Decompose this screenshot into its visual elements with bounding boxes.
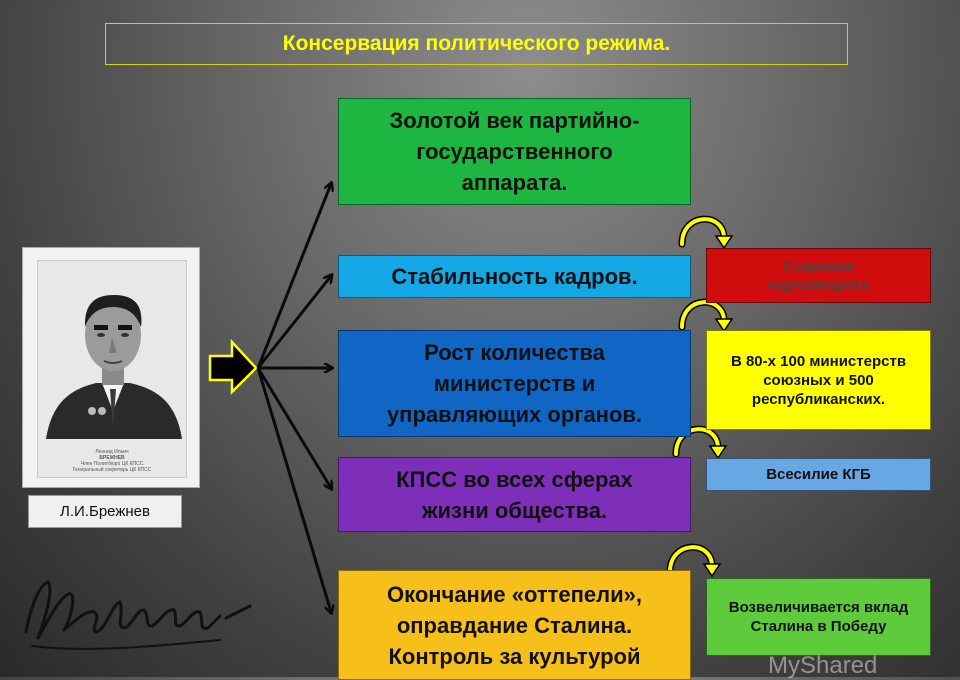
- side-item-3-text: Всесилие КГБ: [766, 465, 871, 484]
- side-item-stalin: Возвеличивается вклад Сталина в Победу: [706, 578, 931, 656]
- arrow-to-item-2: [258, 276, 331, 368]
- pointer-block-arrow: [210, 342, 256, 392]
- side-item-ministries-count: В 80-х 100 министерств союзных и 500 рес…: [706, 330, 931, 430]
- side-item-kgb: Всесилие КГБ: [706, 458, 931, 491]
- main-item-stability: Стабильность кадров.: [338, 255, 691, 298]
- main-item-ministries: Рост количества министерств и управляющи…: [338, 330, 691, 437]
- side-item-4-text: Возвеличивается вклад Сталина в Победу: [729, 598, 909, 636]
- main-item-5-text: Окончание «оттепели», оправдание Сталина…: [350, 579, 680, 672]
- side-item-2-text: В 80-х 100 министерств союзных и 500 рес…: [729, 352, 909, 409]
- main-item-4-text: КПСС во всех сферах жизни общества.: [365, 464, 665, 526]
- main-item-2-text: Стабильность кадров.: [391, 261, 637, 292]
- watermark: MyShared: [768, 652, 877, 680]
- side-item-aging: Старение партаппарата: [706, 248, 931, 303]
- arrow-to-item-1: [258, 184, 331, 368]
- main-item-golden-age: Золотой век партийно-государственного ап…: [338, 98, 691, 205]
- main-item-1-text: Золотой век партийно-государственного ап…: [370, 105, 660, 198]
- main-item-cpsu: КПСС во всех сферах жизни общества.: [338, 457, 691, 532]
- side-item-1-text: Старение партаппарата: [759, 257, 879, 295]
- main-item-thaw-end: Окончание «оттепели», оправдание Сталина…: [338, 570, 691, 680]
- arrow-to-item-4: [258, 368, 331, 488]
- main-item-3-text: Рост количества министерств и управляющи…: [355, 337, 675, 430]
- watermark-text: MyShared: [768, 652, 877, 679]
- arrow-to-item-5: [258, 368, 331, 612]
